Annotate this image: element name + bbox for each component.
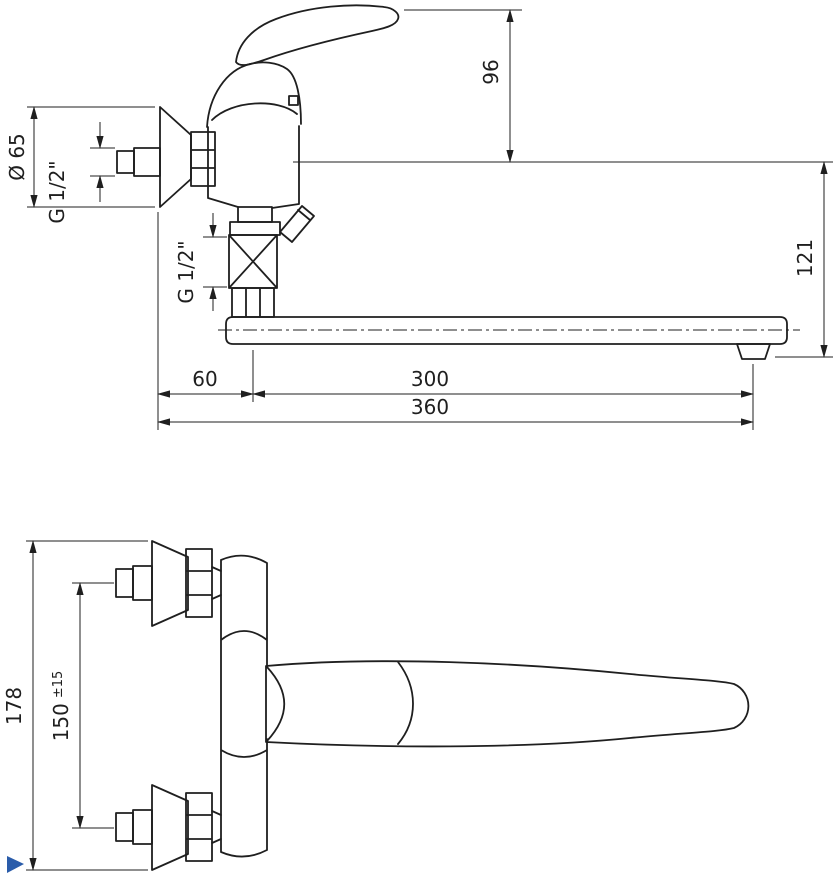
- dimension-label-thread-upper: G 1/2": [45, 160, 69, 223]
- handle-lever: [235, 4, 400, 66]
- dimension-spout-reach: 60 300 360: [157, 212, 754, 430]
- bottom-hex-nut: [185, 792, 213, 862]
- top-pipe-cap: [115, 568, 134, 598]
- top-wall-flange: [151, 540, 189, 627]
- diverter-collar: [229, 221, 281, 236]
- connection-distance-tolerance: ±15: [51, 671, 66, 698]
- side-view: Ø 65 G 1/2" G 1/2" 96: [5, 4, 833, 430]
- bottom-connector: [211, 810, 222, 844]
- dimension-connection-distance: 150±15: [49, 582, 114, 829]
- mount-hex-nut: [190, 131, 216, 187]
- aerator: [736, 343, 771, 360]
- front-view: 178 150±15: [2, 540, 750, 871]
- dimension-label-wall-to-axis: 60: [192, 367, 217, 391]
- inlet-pipe-cap: [116, 150, 135, 174]
- diverter-stem: [237, 206, 273, 223]
- inlet-pipe: [133, 147, 161, 177]
- dimension-label-connection-distance: 150±15: [49, 671, 73, 742]
- connection-distance-value: 150: [49, 703, 73, 741]
- bottom-wall-flange: [151, 784, 189, 871]
- diverter-knob: [279, 205, 315, 243]
- dimension-label-axis-to-outlet: 300: [411, 367, 449, 391]
- front-dimensions: 178 150±15: [2, 540, 148, 871]
- dimension-label-thread-lower: G 1/2": [174, 240, 198, 303]
- dimension-label-handle-height: 96: [479, 59, 503, 84]
- diverter-valve-box: [228, 234, 278, 289]
- dimension-flange-diameter: Ø 65: [5, 106, 155, 208]
- top-connector: [211, 566, 222, 600]
- top-pipe: [132, 565, 153, 601]
- dimension-thread-lower: G 1/2": [174, 213, 227, 311]
- side-dimensions: Ø 65 G 1/2" G 1/2" 96: [5, 8, 833, 430]
- dimension-handle-height: 96: [293, 8, 833, 163]
- dimension-label-overall-height: 178: [2, 687, 26, 725]
- side-faucet-outline: [116, 4, 800, 360]
- front-mixer-body: [220, 554, 268, 858]
- dimension-label-total-reach: 360: [411, 395, 449, 419]
- dimension-overall-height: 178: [2, 540, 148, 871]
- mixer-body: [206, 61, 302, 209]
- dimension-label-flange-diameter: Ø 65: [5, 133, 29, 181]
- brand-logo: [7, 856, 24, 873]
- wall-flange: [159, 106, 192, 208]
- dimension-outlet-drop: 121: [775, 161, 833, 358]
- top-hex-nut: [185, 548, 213, 618]
- front-handle-lever: [265, 660, 750, 748]
- bottom-pipe-cap: [115, 812, 134, 842]
- dimension-label-outlet-drop: 121: [793, 239, 817, 277]
- spout-tube: [225, 316, 788, 345]
- spout-hex-nut: [231, 287, 275, 318]
- front-faucet-outline: [115, 540, 750, 871]
- dimension-thread-upper: G 1/2": [45, 122, 115, 224]
- body-button-detail: [288, 95, 299, 106]
- bottom-pipe: [132, 809, 153, 845]
